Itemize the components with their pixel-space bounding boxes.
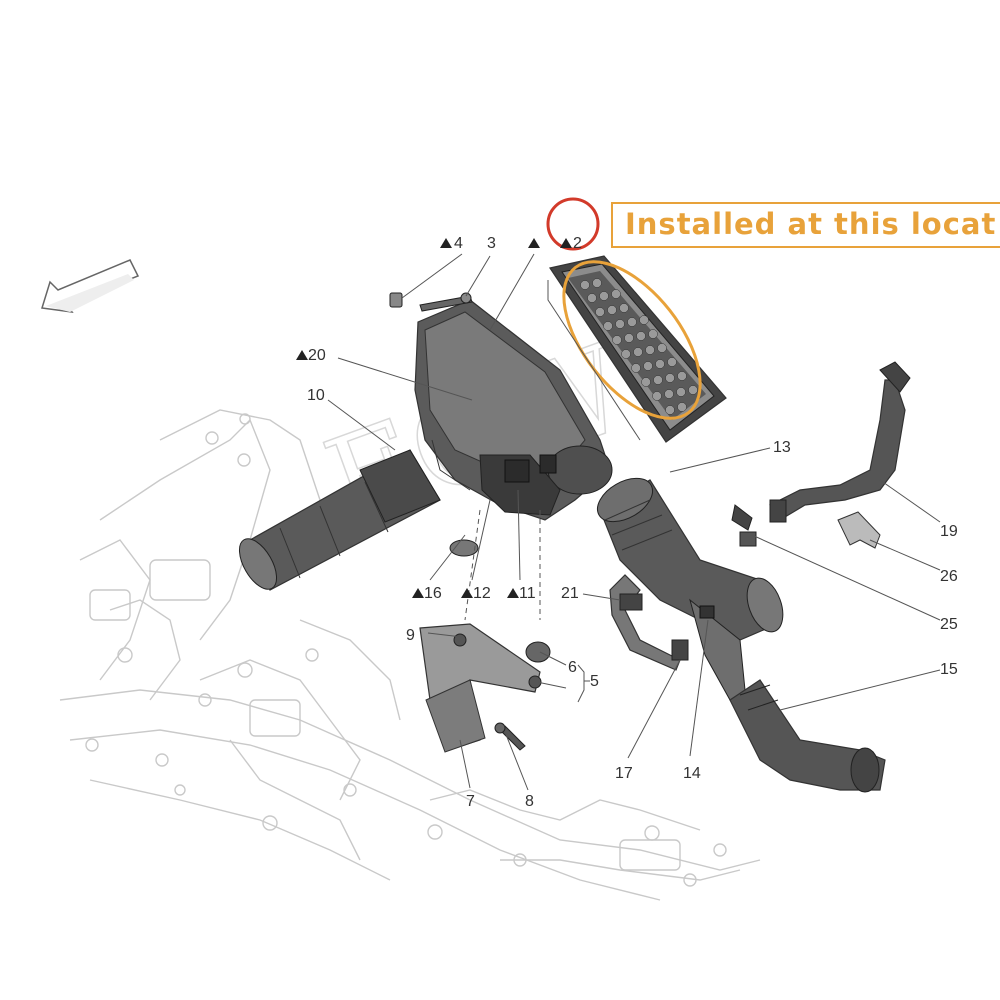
triangle-marker-icon [560,238,572,248]
label-25: 25 [940,616,958,633]
intake-duct [238,449,441,591]
triangle-marker-icon [440,238,452,248]
triangle-marker-icon [507,588,519,598]
label-2: 2 [573,235,582,252]
fastener-3-4 [389,292,473,312]
air-filter-element [549,255,727,443]
label-20: 20 [308,347,326,364]
lower-hose [729,679,886,793]
mounting-bracket [419,623,542,753]
triangle-marker-icon [296,350,308,360]
label-15: 15 [940,661,958,678]
label-7: 7 [466,793,475,810]
sensor [731,504,757,547]
label-12: 12 [473,585,491,602]
label-16: 16 [424,585,442,602]
label-8: 8 [525,793,534,810]
small-sensor [699,605,715,619]
installation-callout: Installed at this locat [611,202,1000,248]
label-26: 26 [940,568,958,585]
highlight-circle [546,197,600,251]
part-labels: 4 3 2 20 10 13 16 12 11 21 9 6 5 7 8 17 … [296,235,958,810]
breather-hose [769,361,911,523]
air-filter-housing [414,299,613,521]
label-13: 13 [773,439,791,456]
label-6: 6 [568,659,577,676]
vehicle-frame-background [59,409,761,901]
label-10: 10 [307,387,325,404]
label-4: 4 [454,235,463,252]
vent-pipe [609,574,689,671]
triangle-marker-icon [412,588,424,598]
label-17: 17 [615,765,633,782]
triangle-marker-icon [461,588,473,598]
charge-air-hose [597,477,784,701]
bolt [494,722,526,751]
triangle-marker-icon [528,238,540,248]
callout-text: Installed at this locat [625,207,997,241]
label-5: 5 [590,673,599,690]
label-11: 11 [519,585,536,602]
hose-clip [837,511,881,549]
grommet [449,539,551,663]
label-3: 3 [487,235,496,252]
label-14: 14 [683,765,701,782]
leader-lines [327,253,941,791]
label-9: 9 [406,627,415,644]
label-21: 21 [561,585,579,602]
front-direction-arrow-icon [41,259,140,313]
label-19: 19 [940,523,958,540]
